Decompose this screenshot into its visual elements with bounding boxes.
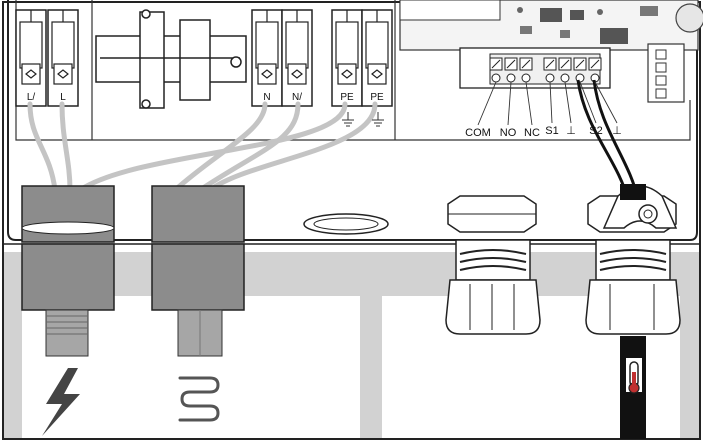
- signal-screws: [489, 57, 602, 83]
- terminal-pe-2: PE: [361, 9, 393, 107]
- terminal-block-left: L/L: [15, 9, 79, 107]
- signal-terminal-label: ⊥: [612, 125, 622, 137]
- terminal-label: N/: [292, 92, 302, 103]
- terminal-l-in: L: [47, 9, 79, 107]
- ground-symbols: [342, 112, 384, 127]
- signal-terminal-label: ⊥: [566, 125, 576, 137]
- terminal-label: PE: [370, 92, 384, 103]
- signal-screw: [519, 57, 533, 83]
- wall-background: [4, 240, 699, 439]
- thermometer-icon: [628, 361, 640, 394]
- fuse-holder: [95, 9, 247, 109]
- knockout-hole: [303, 213, 389, 235]
- signal-screw: [504, 57, 518, 83]
- terminal-label: L/: [27, 92, 36, 103]
- leader-line: [564, 81, 572, 124]
- terminal-pe-1: PE: [331, 9, 363, 107]
- terminal-label: N: [263, 92, 270, 103]
- signal-labels: COM NO NC S1 ⊥ S2 ⊥: [465, 81, 622, 139]
- terminal-block-middle: N N/PE PE: [251, 9, 393, 107]
- power-conduit: [45, 309, 89, 357]
- signal-screw: [558, 57, 572, 83]
- terminal-label: L: [60, 92, 66, 103]
- signal-terminal-label: NC: [524, 127, 540, 139]
- heating-element-icon: [178, 376, 220, 422]
- circuit-board: [399, 0, 703, 103]
- signal-terminal-label: S2: [589, 125, 602, 137]
- signal-terminal-block: [459, 47, 611, 89]
- leader-line: [579, 81, 597, 124]
- grommet-left: [21, 185, 115, 311]
- signal-terminal-label: S1: [545, 125, 558, 137]
- leader-line: [594, 81, 618, 124]
- heating-cable: [177, 309, 223, 357]
- terminal-n-out: N/: [281, 9, 313, 107]
- signal-screw: [543, 57, 557, 83]
- leader-line: [525, 81, 533, 126]
- signal-terminal-label: NO: [500, 127, 517, 139]
- terminal-l-out: L/: [15, 9, 47, 107]
- terminal-label: PE: [340, 92, 354, 103]
- internal-wires: [27, 101, 378, 193]
- leader-line: [507, 81, 512, 126]
- signal-screw: [573, 57, 587, 83]
- signal-screw: [489, 57, 503, 83]
- terminal-n-in: N: [251, 9, 283, 107]
- gland-signal-left: [445, 195, 541, 335]
- signal-terminal-label: COM: [465, 127, 491, 139]
- lightning-bolt-icon: [42, 368, 80, 436]
- leader-line: [477, 81, 497, 126]
- grommet-middle: [151, 185, 245, 311]
- signal-screw: [588, 57, 602, 83]
- leader-line: [549, 81, 553, 124]
